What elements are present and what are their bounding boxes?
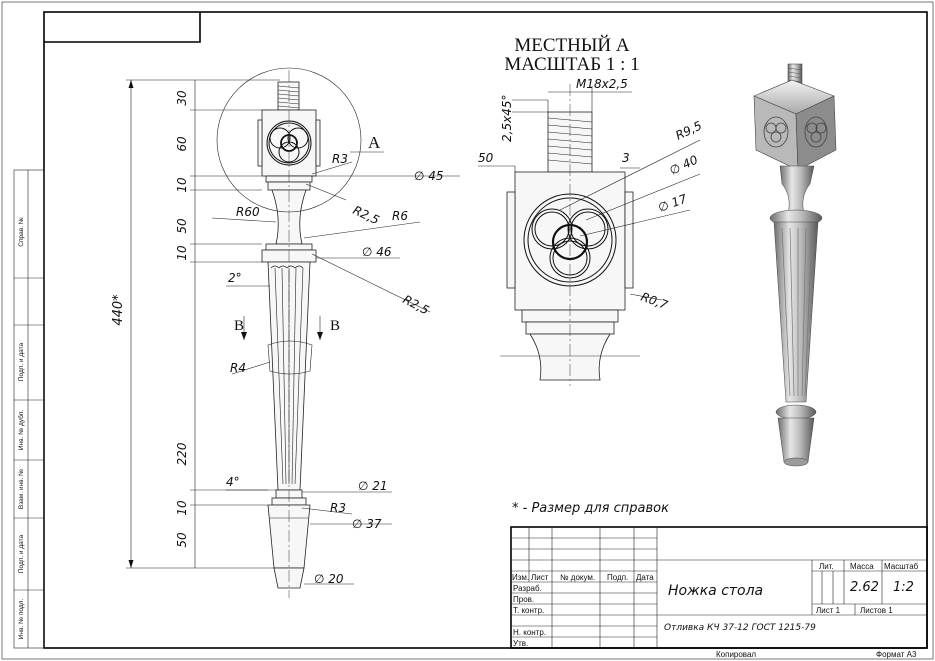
label-r2-5-top: R2,5 — [351, 203, 382, 227]
detail-view: МЕСТНЫЙ А МАСШТАБ 1 : 1 — [478, 35, 704, 386]
row-approved: Утв. — [513, 639, 528, 648]
label-thread: M18x2,5 — [576, 77, 628, 91]
label-r9-5: R9,5 — [673, 118, 704, 142]
col-date: Дата — [636, 573, 654, 582]
label-r3-top: R3 — [332, 152, 348, 166]
header-lit: Лит. — [819, 562, 834, 571]
label-angle-4: 4° — [226, 475, 240, 489]
dim-60: 60 — [175, 136, 189, 152]
dim-50-a: 50 — [175, 218, 189, 234]
title-block: Изм. Лист № докум. Подп. Дата Разраб. Пр… — [510, 526, 928, 649]
main-view: 440* 30 60 10 50 10 220 10 50 — [111, 67, 460, 598]
overall-length-dim: 440* — [111, 294, 126, 326]
label-r4: R4 — [230, 361, 246, 375]
label-angle-2: 2° — [228, 271, 242, 285]
label-r2-5-bot: R2,5 — [401, 292, 432, 317]
label-dim-50: 50 — [478, 151, 494, 165]
side-label-sign2: Подп. и дата — [18, 534, 25, 573]
label-d40: ∅ 40 — [667, 152, 700, 177]
sheet-number: Лист 1 — [816, 606, 841, 615]
row-checked: Пров. — [513, 595, 534, 604]
side-label-ref: Справ. № — [18, 217, 25, 247]
dim-30: 30 — [175, 90, 189, 106]
part-name: Ножка стола — [668, 583, 763, 599]
label-chamfer: 2,5x45° — [500, 95, 514, 142]
dim-220: 220 — [175, 442, 189, 465]
scale-value: 1:2 — [893, 580, 914, 595]
col-sign: Подп. — [607, 573, 628, 582]
header-mass: Масса — [850, 562, 874, 571]
label-r6: R6 — [392, 209, 408, 223]
sheets-total: Листов 1 — [860, 606, 893, 615]
reference-note: * - Размер для справок — [512, 501, 669, 516]
dim-10-a: 10 — [175, 177, 189, 193]
side-label-repl: Взам. инв. № — [18, 469, 25, 509]
header-scale: Масштаб — [884, 562, 919, 571]
side-label-sign1: Подп. и дата — [18, 342, 25, 381]
side-label-dup: Инв. № дубл. — [17, 410, 25, 450]
detail-title-line1: МЕСТНЫЙ А — [514, 35, 630, 56]
isometric-render — [753, 63, 837, 467]
label-d45: ∅ 45 — [414, 169, 444, 183]
col-doc: № докум. — [560, 573, 595, 582]
label-r3-bot: R3 — [330, 501, 346, 515]
detail-callout-circle — [216, 67, 362, 213]
side-label-orig: Инв. № подл. — [18, 599, 25, 640]
section-b-right: B — [330, 318, 340, 334]
row-tech-control: Т. контр. — [513, 606, 544, 615]
side-strip: Справ. № Подп. и дата Инв. № дубл. Взам.… — [13, 169, 45, 649]
copied-label: Копировал — [716, 650, 756, 659]
row-developed: Разраб. — [513, 584, 542, 593]
label-d21: ∅ 21 — [358, 479, 388, 493]
row-norm-control: Н. контр. — [513, 628, 546, 637]
material-spec: Отливка КЧ 37-12 ГОСТ 1215-79 — [664, 623, 816, 633]
callout-a-label: A — [368, 133, 381, 152]
col-list: Лист — [531, 573, 549, 582]
dim-10-c: 10 — [175, 500, 189, 516]
label-d20: ∅ 20 — [314, 572, 344, 586]
format-label: Формат А3 — [876, 650, 917, 659]
dim-50-b: 50 — [175, 532, 189, 548]
label-d37: ∅ 37 — [352, 517, 382, 531]
detail-title-line2: МАСШТАБ 1 : 1 — [504, 54, 639, 75]
mass-value: 2.62 — [850, 580, 879, 595]
label-r60: R60 — [236, 205, 260, 219]
col-izm: Изм. — [512, 573, 529, 582]
dim-10-b: 10 — [175, 245, 189, 261]
label-dim-3: 3 — [622, 151, 630, 165]
label-r0-7: R0,7 — [639, 290, 670, 313]
section-b-left: B — [234, 318, 244, 334]
label-d46: ∅ 46 — [362, 245, 392, 259]
top-left-box — [44, 12, 201, 43]
